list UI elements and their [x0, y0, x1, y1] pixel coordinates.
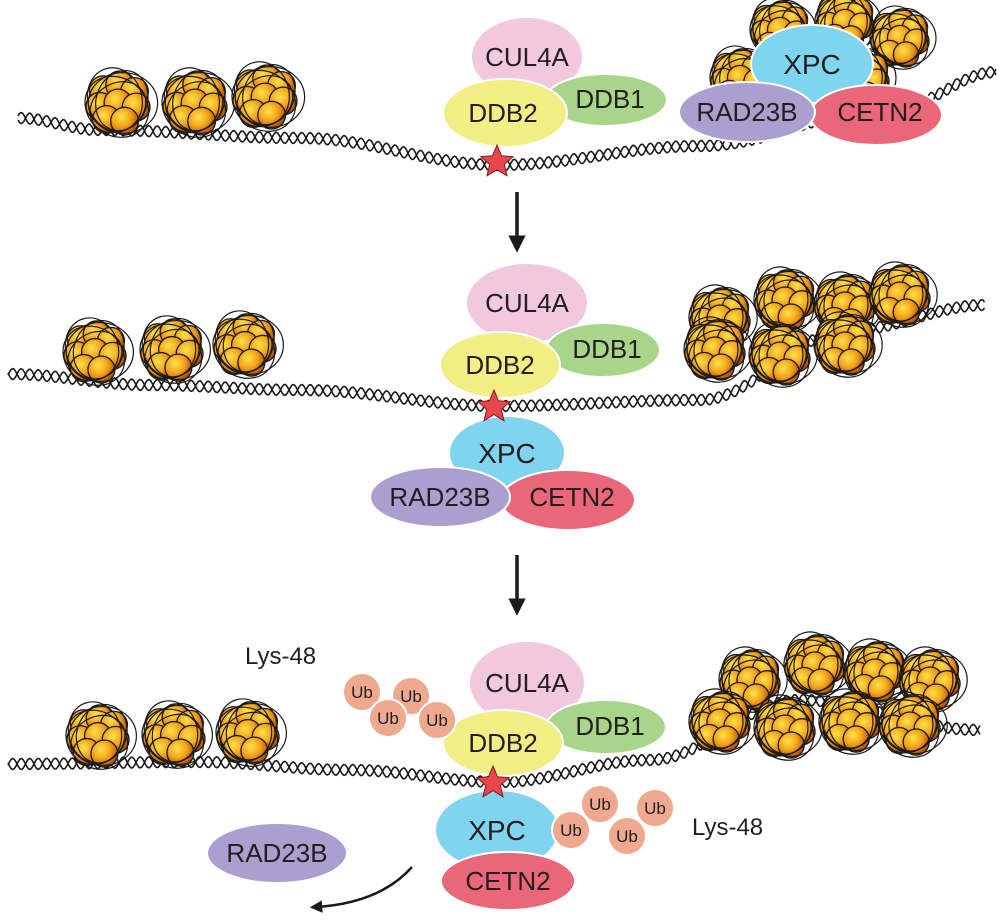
nucleosome — [843, 638, 913, 705]
ubiquitin — [607, 816, 647, 856]
nucleosome — [718, 646, 788, 713]
ddb1-label: DDB1 — [575, 84, 644, 114]
nucleosome — [818, 688, 888, 755]
lesion-star — [476, 388, 512, 422]
ub-label: Ub — [589, 795, 611, 814]
rad23b-protein — [369, 466, 511, 528]
cul4a-label: CUL4A — [485, 288, 569, 318]
ub-label: Ub — [426, 711, 448, 730]
ddb2-label: DDB2 — [465, 350, 534, 380]
rad23b-released-protein — [206, 822, 348, 884]
ubiquitin — [580, 784, 620, 824]
nucleosome — [878, 691, 948, 758]
rad23b-label: RAD23B — [696, 97, 797, 127]
ddb2-protein — [439, 331, 561, 399]
nucleosome — [65, 701, 138, 770]
nucleosome — [62, 317, 135, 386]
cetn2-label: CETN2 — [837, 97, 922, 127]
ubiquitin — [551, 810, 591, 850]
nucleosome — [869, 5, 937, 70]
rad23b-label: RAD23B — [389, 482, 490, 512]
panel-3: CUL4A DDB1 DDB2 XPC CETN2 RAD23B Ub Ub U… — [206, 640, 763, 913]
lesion-star — [475, 764, 511, 798]
ddb1-label: DDB1 — [575, 711, 644, 741]
nucleosome — [813, 311, 883, 378]
nucleosome — [868, 261, 938, 328]
nucleosome — [753, 694, 823, 761]
nucleosome — [748, 321, 818, 388]
ubiquitin — [368, 698, 408, 738]
ddb2-label: DDB2 — [468, 98, 537, 128]
nucleosome — [783, 631, 853, 698]
nucleosome — [141, 700, 214, 769]
ub-label: Ub — [351, 683, 373, 702]
nucleosome — [212, 310, 285, 379]
dna-lesions — [475, 143, 515, 798]
ub-label: Ub — [377, 709, 399, 728]
cul4a-label: CUL4A — [485, 668, 569, 698]
release-arrow — [309, 866, 413, 913]
ub-label: Ub — [560, 821, 582, 840]
ubiquitin — [342, 672, 382, 712]
panel-1: CUL4A DDB1 DDB2 XPC RAD23B CETN2 — [442, 16, 943, 148]
ub-label: Ub — [644, 799, 666, 818]
ub-label: Ub — [400, 687, 422, 706]
ddb1-label: DDB1 — [572, 334, 641, 364]
xpc-label: XPC — [468, 815, 526, 846]
cetn2-label: CETN2 — [529, 482, 614, 512]
lys48-label-bottom: Lys-48 — [692, 814, 763, 841]
ubiquitin — [635, 788, 675, 828]
xpc-label: XPC — [783, 49, 841, 80]
ubiquitin-chain-xpc: Ub Ub Ub Ub — [551, 784, 675, 856]
ub-label: Ub — [616, 827, 638, 846]
rad23b-protein — [678, 81, 816, 143]
ddb2-protein — [442, 78, 568, 148]
rad23b-released-label: RAD23B — [226, 838, 327, 868]
lesion-star — [479, 143, 515, 177]
cul4a-label: CUL4A — [485, 42, 569, 72]
xpc-label: XPC — [478, 438, 536, 469]
nucleosome — [215, 698, 288, 767]
nucleosome — [139, 315, 212, 384]
panel-2: CUL4A DDB1 DDB2 XPC RAD23B CETN2 — [369, 262, 661, 531]
ddb2-label: DDB2 — [468, 728, 537, 758]
cetn2-label: CETN2 — [465, 866, 550, 896]
nucleosome — [231, 61, 306, 132]
ddb2-protein — [442, 709, 564, 777]
nucleosome — [161, 67, 236, 138]
ubiquitin — [417, 700, 457, 740]
cetn2-protein — [440, 851, 576, 911]
nucleosome — [683, 316, 753, 383]
nucleosome — [688, 688, 758, 755]
lys48-label-top: Lys-48 — [245, 643, 316, 670]
nucleosome — [898, 646, 968, 713]
nucleosome — [84, 67, 159, 138]
ubiquitin-chain-ddb2: Ub Ub Ub Ub — [342, 672, 457, 740]
